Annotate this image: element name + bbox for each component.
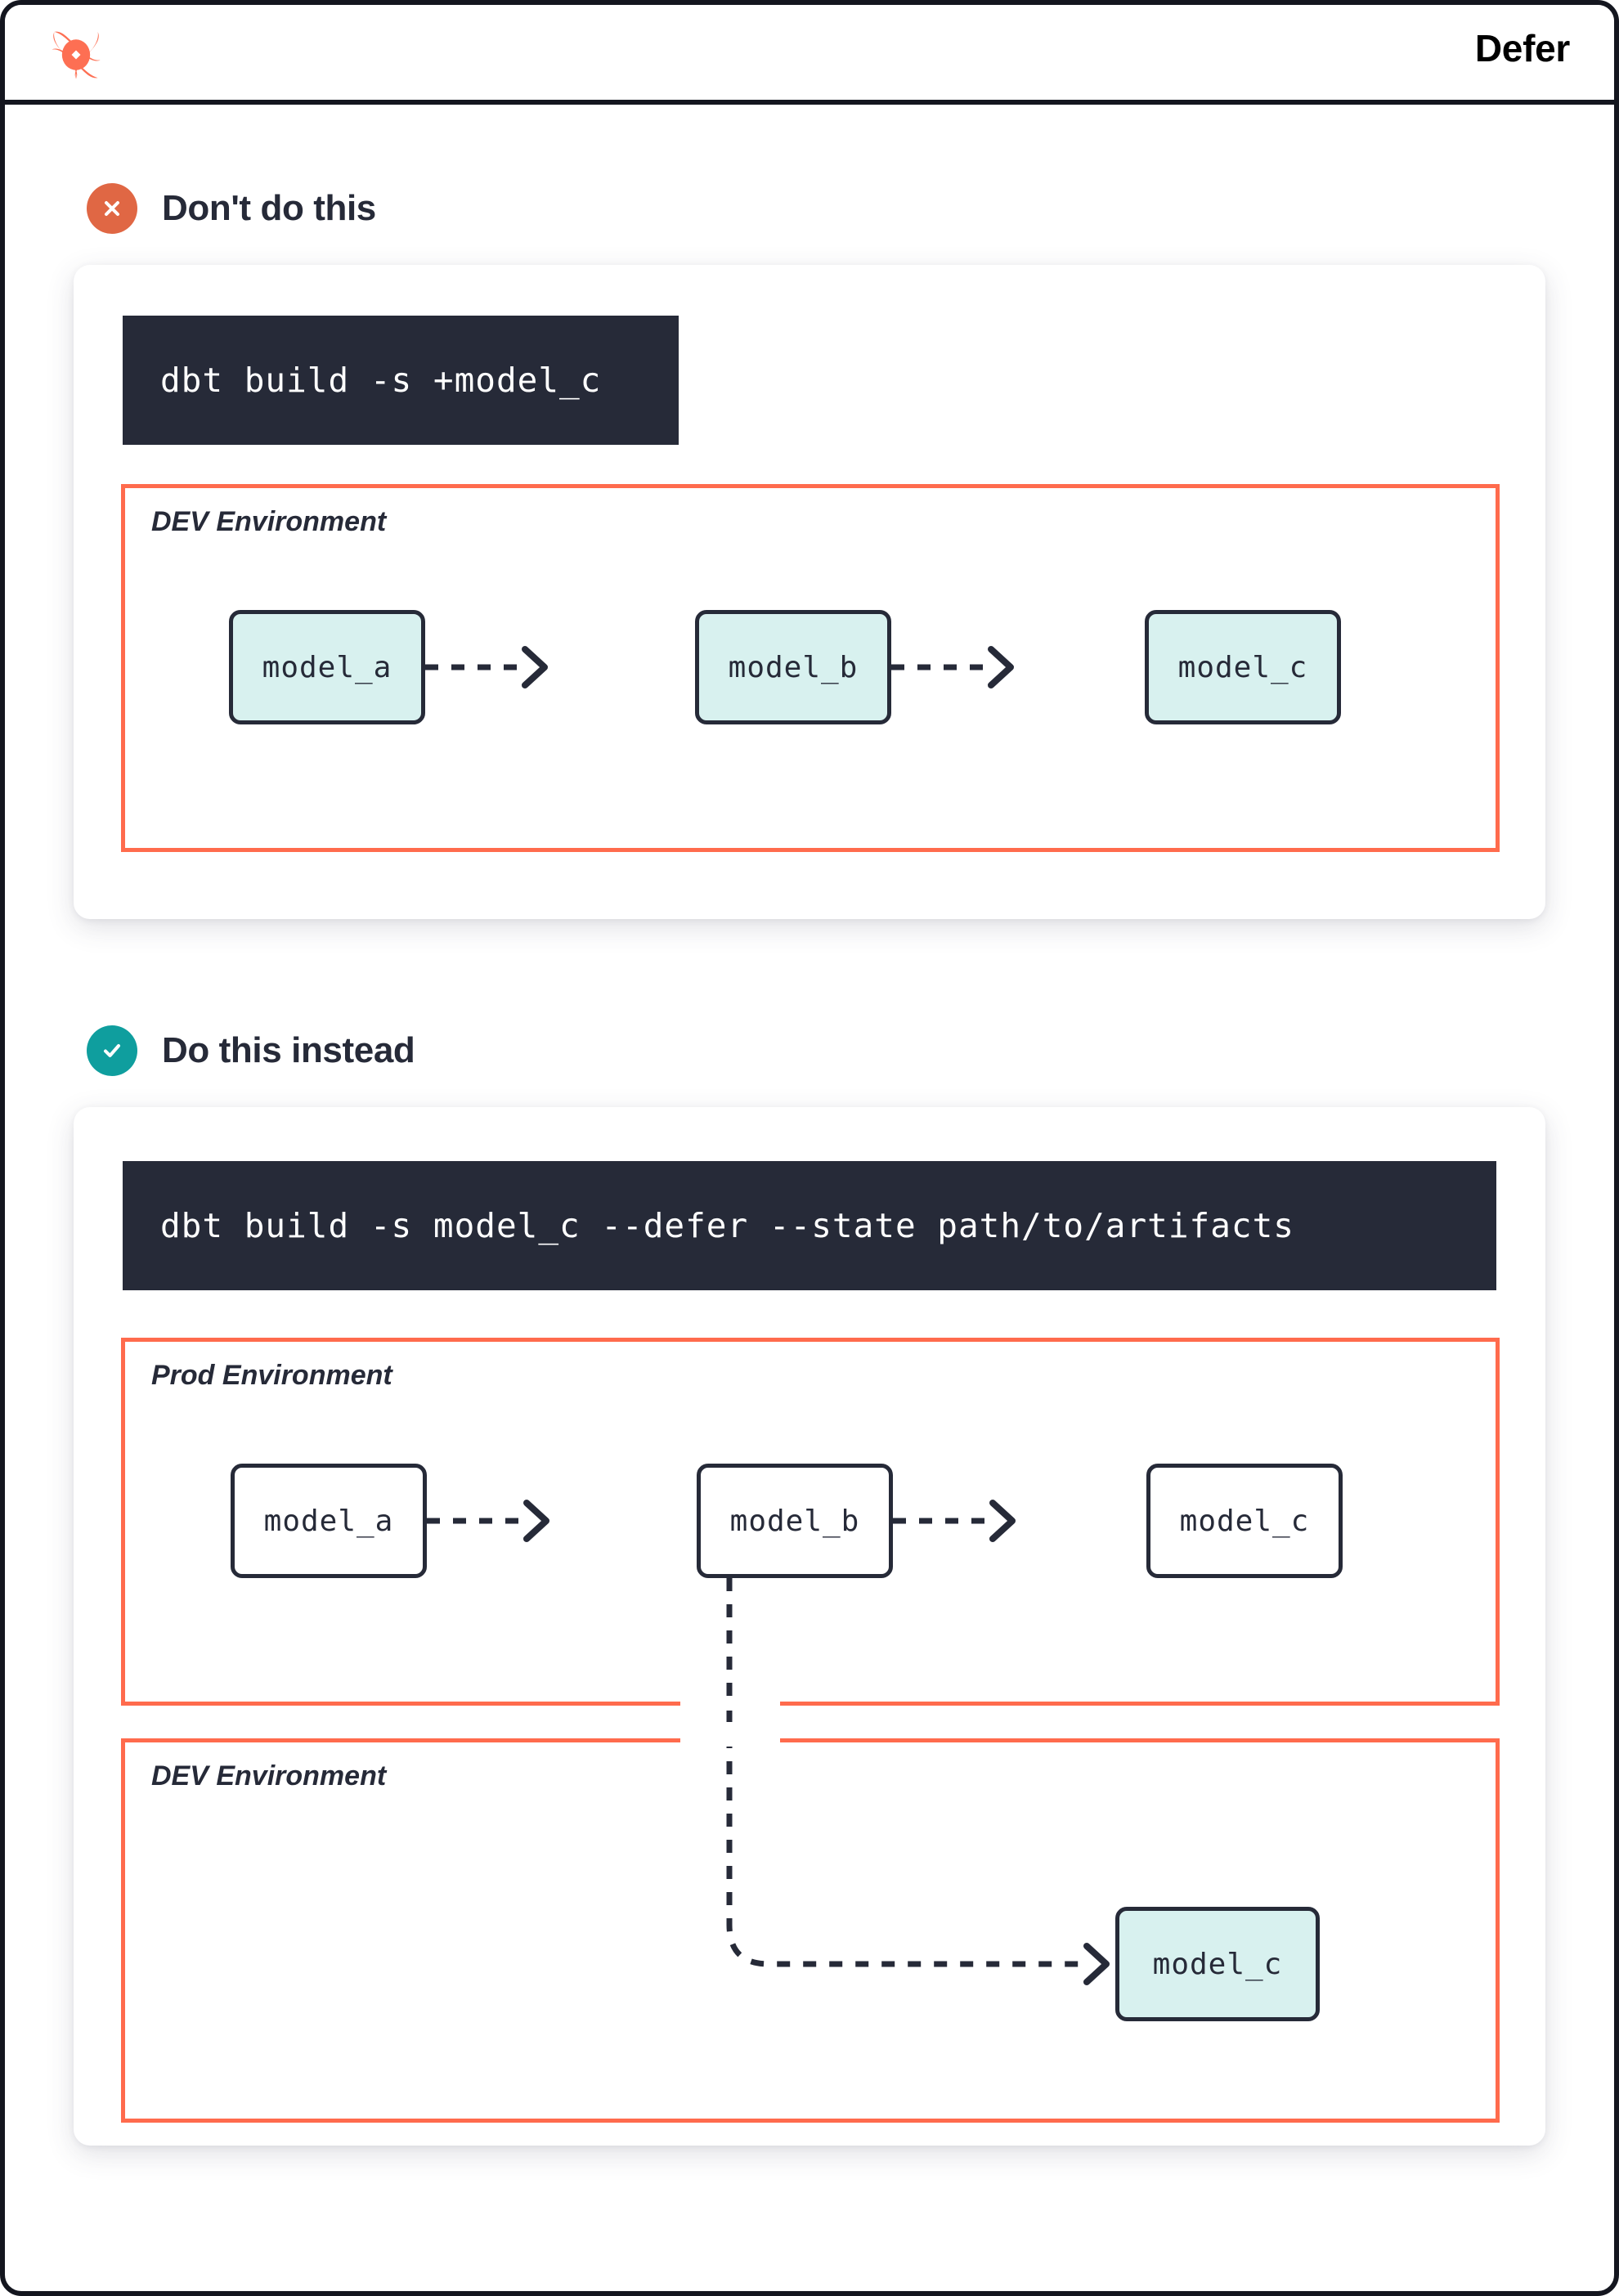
section-header-do: Do this instead — [87, 1025, 1614, 1076]
env-label-prod: Prod Environment — [151, 1360, 392, 1391]
check-circle-icon — [87, 1025, 137, 1076]
dbt-logo-icon — [44, 23, 108, 87]
x-circle-icon — [87, 183, 137, 234]
env-label-dev-2: DEV Environment — [151, 1760, 387, 1792]
node-model-c-dev-1[interactable]: model_c — [1145, 610, 1341, 724]
section-header-dont: Don't do this — [87, 183, 1614, 234]
command-block-dont: dbt build -s +model_c — [123, 316, 679, 445]
node-model-a-dev-1[interactable]: model_a — [229, 610, 425, 724]
env-box-dev-1: DEV Environment — [121, 484, 1500, 852]
command-block-do: dbt build -s model_c --defer --state pat… — [123, 1161, 1496, 1290]
content-area: Don't do this dbt build -s +model_c DEV … — [5, 183, 1614, 2146]
node-model-c-prod[interactable]: model_c — [1146, 1464, 1343, 1578]
env-label-dev-1: DEV Environment — [151, 506, 387, 537]
node-model-b-prod[interactable]: model_b — [697, 1464, 893, 1578]
section-title-do: Do this instead — [162, 1030, 415, 1070]
header-bar: Defer — [5, 5, 1614, 105]
card-do: dbt build -s model_c --defer --state pat… — [74, 1107, 1545, 2146]
border-gap-dev — [680, 1732, 780, 1747]
border-gap-prod — [680, 1697, 780, 1711]
node-model-b-dev-1[interactable]: model_b — [695, 610, 891, 724]
node-model-c-dev-2[interactable]: model_c — [1115, 1907, 1320, 2021]
card-dont: dbt build -s +model_c DEV Environment mo… — [74, 265, 1545, 919]
node-model-a-prod[interactable]: model_a — [231, 1464, 427, 1578]
page-title: Defer — [1474, 27, 1570, 70]
section-title-dont: Don't do this — [162, 188, 376, 228]
